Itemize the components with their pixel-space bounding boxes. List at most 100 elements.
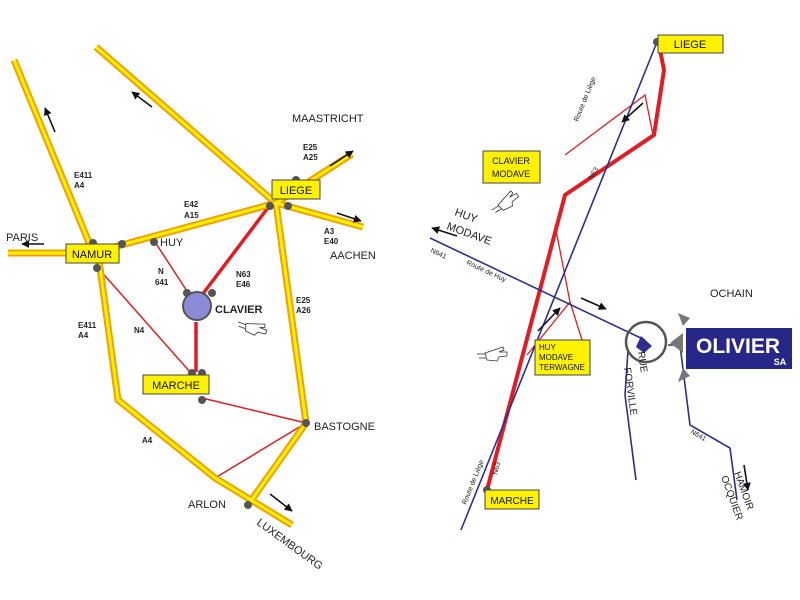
secondary-roads: [97, 241, 307, 479]
city-box-marche: MARCHE: [142, 374, 210, 395]
road-label: A3: [324, 227, 335, 236]
arrow-icon: [336, 212, 362, 223]
road-label: 641: [155, 278, 169, 287]
street-label: RUE: [635, 351, 649, 374]
node: [266, 202, 274, 210]
blue-roads: [429, 41, 738, 531]
direction-marker-icon: [670, 313, 690, 382]
road-label: E411: [78, 321, 97, 330]
brand-name: OLIVIER: [696, 335, 780, 358]
road-nodes: [89, 176, 310, 509]
box-label-line: TERWAGNE: [539, 363, 585, 372]
city-box-liege: LIEGE: [271, 179, 321, 200]
road-label: N641: [429, 247, 447, 260]
left-map: LIEGE NAMUR MARCHE CLAVIER HUY BASTOGNE …: [6, 44, 376, 572]
location-marker-icon: [636, 336, 652, 353]
road-n63: [200, 203, 272, 297]
road-label: N641: [689, 429, 707, 443]
node: [198, 396, 206, 404]
road-label: A26: [296, 306, 311, 315]
road-link: [564, 93, 654, 156]
clavier-node-icon: [182, 291, 212, 321]
road-route-de-huy: [429, 237, 646, 341]
road-label: E42: [184, 200, 199, 209]
city-label-liege: LIEGE: [280, 185, 312, 197]
place-label: MODAVE: [445, 221, 493, 248]
arrow-icon: [329, 150, 354, 167]
road-label: E25: [303, 143, 318, 152]
street-label: FORVILLE: [621, 367, 639, 417]
arrow-icon: [131, 91, 153, 108]
direction-arrows: [431, 102, 751, 491]
hand-pointer-icon: [477, 346, 508, 362]
city-label-paris: PARIS: [6, 232, 38, 244]
right-map: LIEGE MARCHE CLAVIER MODAVE HUY MODAVE T…: [429, 34, 792, 531]
road-route-de-liege: [460, 41, 658, 531]
node: [302, 419, 310, 427]
box-label-line: CLAVIER: [492, 156, 530, 166]
arrow-icon: [44, 107, 56, 133]
road-label: E25: [296, 296, 311, 305]
road-label: N: [158, 267, 164, 276]
arrow-icon: [621, 102, 644, 123]
city-label-aachen: AACHEN: [330, 250, 376, 262]
node: [93, 264, 101, 272]
node: [208, 289, 216, 297]
box-clavier-modave: CLAVIER MODAVE: [482, 150, 541, 184]
box-huy-modave-terwagne: HUY MODAVE TERWAGNE: [534, 339, 591, 376]
primary-red-roads: [194, 203, 272, 372]
road-rue-forville: [624, 349, 637, 481]
arrow-icon: [269, 493, 293, 512]
hand-pointer-icon: [491, 190, 520, 213]
city-label-namur: NAMUR: [72, 249, 112, 261]
brand-suffix: SA: [774, 357, 787, 367]
road-arlon-bastogne: [214, 422, 307, 479]
city-label-bastogne: BASTOGNE: [314, 421, 375, 433]
road-n63: [485, 49, 667, 491]
box-marche: MARCHE: [484, 489, 540, 510]
road-n4: [97, 267, 191, 373]
box-label-marche: MARCHE: [490, 496, 534, 507]
road-label: E46: [236, 280, 251, 289]
box-label-liege: LIEGE: [674, 39, 706, 51]
brand-olivier-sa: OLIVIER SA: [686, 328, 792, 369]
highways: [8, 44, 364, 528]
hand-pointer-icon: [237, 321, 268, 336]
city-label-arlon: ARLON: [188, 499, 226, 511]
road-label: E411: [74, 171, 93, 180]
node: [150, 238, 158, 246]
road-label: N63: [492, 461, 502, 475]
road-label: A25: [303, 153, 318, 162]
arrow-icon: [580, 297, 607, 310]
node: [118, 240, 126, 248]
road-link: [569, 301, 584, 344]
road-label: A4: [74, 181, 85, 190]
arrow-icon: [537, 307, 561, 332]
city-box-namur: NAMUR: [65, 243, 120, 264]
place-label-ochain: OCHAIN: [710, 288, 753, 300]
road-label: A4: [142, 436, 153, 445]
city-label-maastricht: MAASTRICHT: [292, 113, 364, 125]
box-label-line: HUY: [539, 343, 557, 352]
road-link: [554, 224, 571, 303]
road-label: N63: [236, 270, 251, 279]
secondary-roads: [526, 93, 654, 356]
road-label: A4: [78, 331, 89, 340]
road-label: E40: [324, 237, 339, 246]
box-label-line: MODAVE: [492, 169, 530, 179]
roundabout-icon: [624, 320, 668, 364]
city-label-huy: HUY: [160, 237, 184, 249]
road-label: N4: [134, 326, 145, 335]
arrow-icon: [742, 464, 751, 491]
city-label-clavier: CLAVIER: [215, 304, 263, 316]
city-label-marche: MARCHE: [152, 380, 200, 392]
arrow-icon: [431, 226, 458, 237]
direction-arrows: [21, 91, 362, 512]
node: [244, 501, 252, 509]
box-liege: LIEGE: [657, 34, 724, 54]
node: [284, 202, 292, 210]
road-label: A15: [184, 211, 199, 220]
road-marche-bastogne: [201, 397, 307, 424]
box-label-line: MODAVE: [539, 353, 573, 362]
